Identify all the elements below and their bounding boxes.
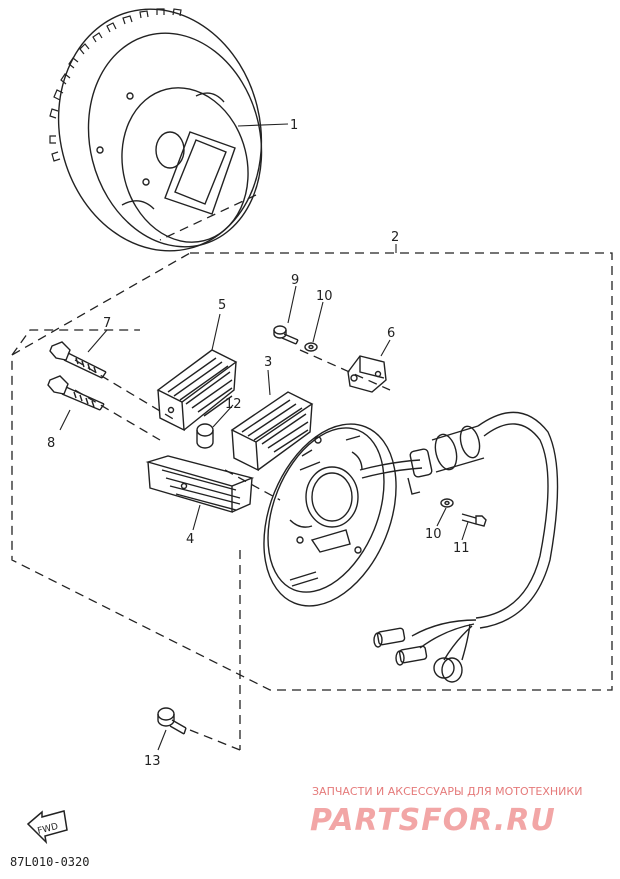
callout-6: 6 <box>387 326 395 341</box>
coil-5 <box>156 349 238 432</box>
leader-lines <box>59 123 469 751</box>
pickup-coil-6 <box>347 355 387 393</box>
wire-harness <box>359 411 559 683</box>
washer-10-lower <box>440 498 454 508</box>
callout-7: 7 <box>103 316 111 331</box>
wire-connector-1 <box>373 627 406 648</box>
callout-12: 12 <box>225 397 242 412</box>
coil-4 <box>145 455 255 513</box>
screw-11 <box>461 513 487 527</box>
washer-10-top <box>304 342 318 352</box>
collar-12 <box>196 423 214 449</box>
callout-5: 5 <box>218 298 226 313</box>
fwd-arrow-icon <box>26 810 68 845</box>
callout-8: 8 <box>47 436 55 451</box>
bolt-13 <box>157 707 187 735</box>
callout-2: 2 <box>391 230 399 245</box>
fwd-label: FWD <box>37 822 60 837</box>
callout-10-lower: 10 <box>425 527 442 542</box>
callout-10-top: 10 <box>316 289 333 304</box>
flywheel-rotor <box>49 8 263 252</box>
bolt-7 <box>49 341 107 379</box>
callout-13: 13 <box>144 754 161 769</box>
callout-4: 4 <box>186 532 194 547</box>
callout-9: 9 <box>291 273 299 288</box>
stator-base-plate <box>263 423 397 607</box>
callout-3: 3 <box>264 355 272 370</box>
watermark-tagline: ЗАПЧАСТИ И АКСЕССУАРЫ ДЛЯ МОТОТЕХНИКИ <box>312 785 582 798</box>
bolt-8 <box>47 375 105 411</box>
stator-assembly-outline <box>11 252 613 751</box>
callout-11: 11 <box>453 541 470 556</box>
watermark-logo: PARTSFOR.RU <box>310 803 556 838</box>
wire-connector-2 <box>395 645 428 666</box>
drawing-code: 87L010-0320 <box>10 855 89 869</box>
screw-9 <box>273 325 299 345</box>
coil-3 <box>230 391 314 472</box>
callout-1: 1 <box>290 118 298 133</box>
wire-connector-3 <box>433 657 463 683</box>
